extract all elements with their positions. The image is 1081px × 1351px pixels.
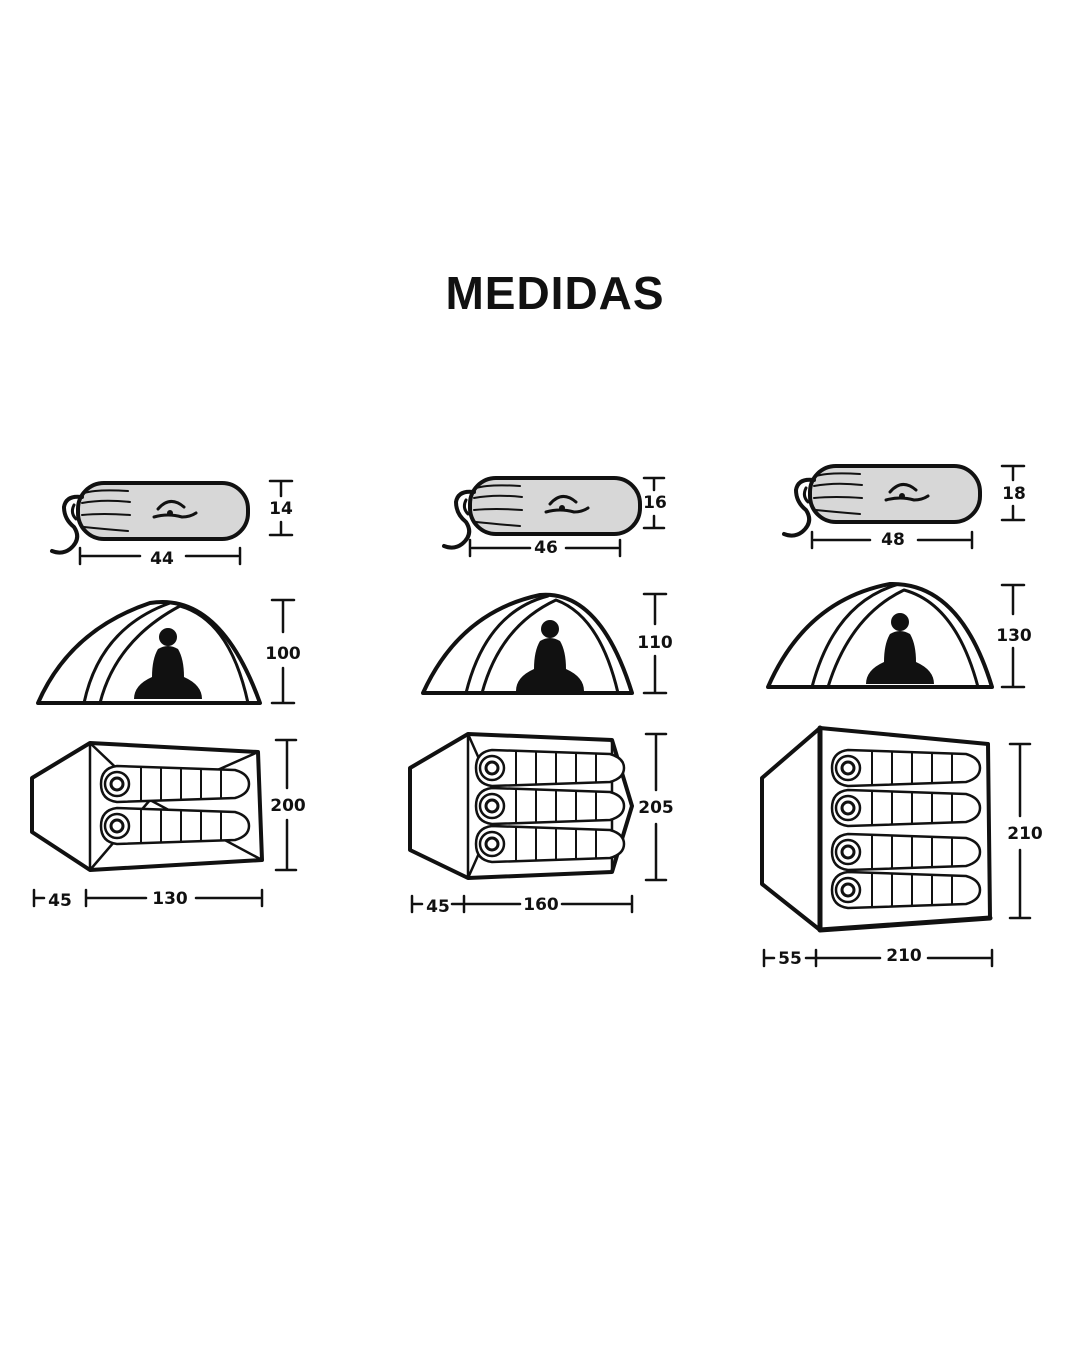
floor-width: 160 bbox=[523, 895, 559, 915]
model-3: 48 18 130 210 55 210 bbox=[760, 464, 1043, 969]
packed-diameter: 16 bbox=[643, 493, 667, 513]
floor-length: 210 bbox=[1007, 824, 1043, 844]
sleeping-bag-icon bbox=[830, 832, 982, 872]
model-2: 46 16 110 205 45 160 bbox=[408, 476, 674, 917]
sleeping-bag-icon bbox=[830, 870, 982, 910]
floor-length: 205 bbox=[638, 798, 674, 818]
packed-length: 48 bbox=[881, 530, 905, 550]
tent-height: 130 bbox=[996, 626, 1032, 646]
sleeping-bag-icon bbox=[99, 764, 251, 804]
sleeping-bag-icon bbox=[474, 824, 626, 864]
sleeping-bag-icon bbox=[99, 806, 251, 846]
tent-bag-icon bbox=[50, 481, 250, 555]
vestibule-depth: 55 bbox=[778, 949, 802, 969]
packed-length: 46 bbox=[534, 538, 558, 558]
floor-length: 200 bbox=[270, 796, 306, 816]
dome-tent-icon bbox=[36, 600, 262, 705]
tent-height: 100 bbox=[265, 644, 301, 664]
tent-floor-plan bbox=[760, 725, 993, 933]
tent-height: 110 bbox=[637, 633, 673, 653]
dome-tent-icon bbox=[421, 592, 634, 695]
tent-bag-icon bbox=[782, 464, 982, 538]
packed-length: 44 bbox=[150, 549, 174, 569]
sleeping-bag-icon bbox=[830, 788, 982, 828]
dome-tent-icon bbox=[766, 581, 994, 689]
sleeping-bag-icon bbox=[474, 786, 626, 826]
sleeping-bag-icon bbox=[830, 748, 982, 788]
vestibule-depth: 45 bbox=[426, 897, 450, 917]
floor-width: 210 bbox=[886, 946, 922, 966]
vestibule-depth: 45 bbox=[48, 891, 72, 911]
model-1: 44 14 100 200 45 130 bbox=[30, 479, 306, 911]
floor-width: 130 bbox=[152, 889, 188, 909]
packed-diameter: 18 bbox=[1002, 484, 1026, 504]
tent-floor-plan bbox=[30, 741, 264, 872]
sleeping-bag-icon bbox=[474, 748, 626, 788]
tent-floor-plan bbox=[408, 732, 634, 880]
packed-diameter: 14 bbox=[269, 499, 293, 519]
page-title: MEDIDAS bbox=[445, 267, 665, 319]
